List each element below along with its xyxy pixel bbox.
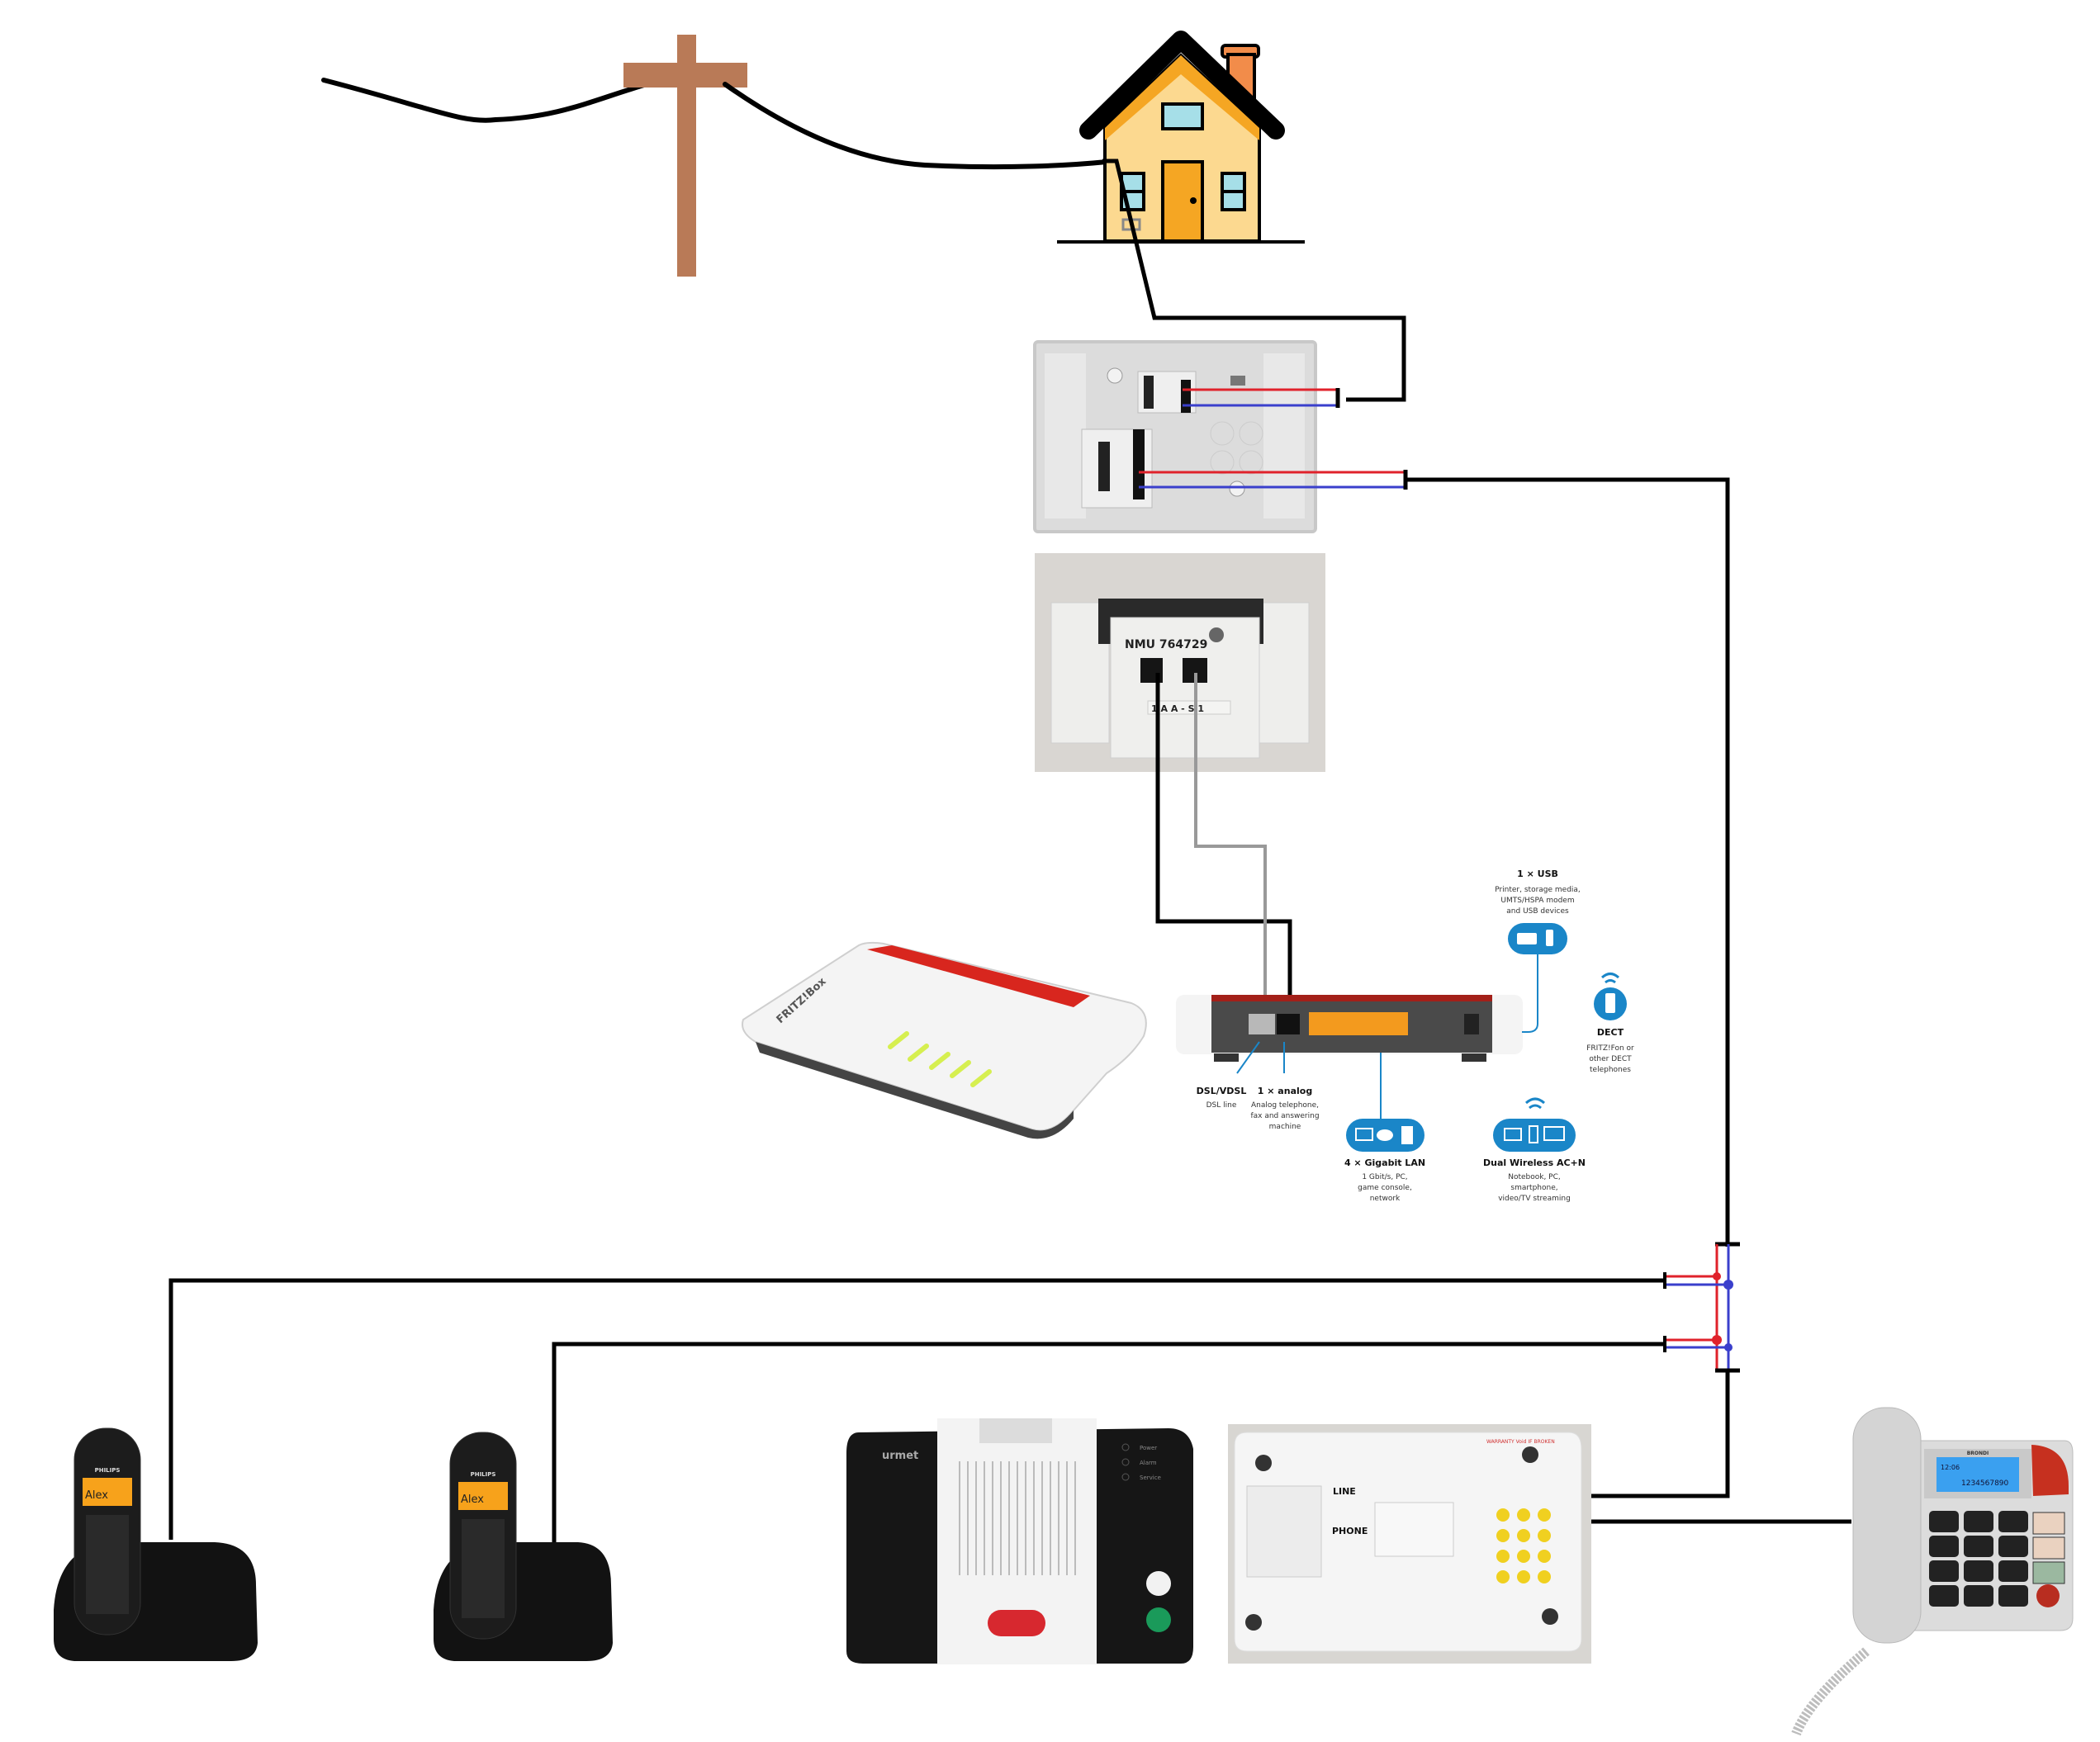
overhead-wire-left — [321, 78, 655, 123]
power-port — [1464, 1014, 1479, 1034]
fritzbox-rear-panel — [1176, 995, 1523, 1062]
dect-wifi-icon — [1600, 973, 1620, 984]
lan-title: 4 × Gigabit LAN — [1344, 1157, 1425, 1168]
warranty-label: WARRANTY Void IF BROKEN — [1486, 1439, 1555, 1445]
alarm-unit-front: urmet Power Alarm Service — [846, 1418, 1193, 1664]
pole-shaft — [677, 35, 696, 277]
callout-lines — [1236, 954, 1538, 1119]
usb-desc-3: and USB devices — [1506, 907, 1569, 916]
dsl-callout: DSL/VDSL DSL line — [1197, 1086, 1247, 1110]
wall-socket: NMU 764729 1 A A - S 1 — [1035, 553, 1325, 772]
dect-title: DECT — [1597, 1027, 1624, 1038]
phone-2-display: Alex — [461, 1493, 484, 1506]
usb-title: 1 × USB — [1517, 869, 1558, 879]
overhead-wire-right — [723, 82, 1109, 170]
alarm-unit-back: WARRANTY Void IF BROKEN LINE PHONE — [1228, 1424, 1591, 1664]
phone-2-brand: PHILIPS — [471, 1471, 496, 1478]
junction-upper-pair — [1183, 388, 1340, 408]
wire-socket-to-analog-port — [1155, 673, 1292, 1017]
alarm-unit-brand: urmet — [882, 1450, 918, 1462]
dect-desc-3: telephones — [1590, 1066, 1631, 1074]
house-icon — [1057, 31, 1305, 244]
lan-callout: 4 × Gigabit LAN 1 Gbit/s, PC, game conso… — [1344, 1119, 1425, 1203]
wire-trunk-to-splitter — [1406, 477, 1730, 1247]
led-label-service: Service — [1140, 1475, 1161, 1481]
led-label-power: Power — [1140, 1445, 1157, 1451]
desk-phone-time: 12:06 — [1941, 1464, 1960, 1471]
line-port-label: LINE — [1333, 1486, 1356, 1497]
cordless-phone-2: Alex PHILIPS — [434, 1432, 613, 1661]
analog-callout: 1 × analog Analog telephone, fax and ans… — [1250, 1086, 1319, 1131]
wire-splitter-to-phone-1 — [168, 1278, 1665, 1540]
analog-desc-3: machine — [1269, 1123, 1301, 1131]
wire-house-to-junction — [1102, 159, 1406, 402]
analog-port — [1277, 1014, 1300, 1034]
alarm-button — [988, 1610, 1045, 1636]
usb-desc-1: Printer, storage media, — [1495, 886, 1581, 894]
wifi-desc-3: video/TV streaming — [1498, 1195, 1571, 1203]
dsl-title: DSL/VDSL — [1197, 1086, 1247, 1096]
junction-box — [1033, 340, 1317, 533]
wifi-desc-1: Notebook, PC, — [1508, 1173, 1561, 1181]
fritzbox-router: FRITZ!Box — [742, 941, 1147, 1139]
wire-socket-to-dsl-port — [1194, 673, 1267, 1017]
phone-1-display: Alex — [85, 1489, 108, 1502]
wifi-desc-2: smartphone, — [1510, 1184, 1557, 1192]
analog-desc-1: Analog telephone, — [1251, 1101, 1319, 1110]
utility-pole-group — [321, 35, 1109, 277]
speaker-button-icon — [2036, 1584, 2060, 1607]
desk-phone: BRONDI 12:06 1234567890 — [1791, 1407, 2074, 1736]
desk-phone-number: 1234567890 — [1961, 1479, 2009, 1488]
splitter-bus — [1663, 1242, 1740, 1373]
socket-model-label: NMU 764729 — [1125, 638, 1207, 651]
wire-splitter-to-phone-2 — [552, 1342, 1665, 1560]
dsl-desc-1: DSL line — [1206, 1101, 1237, 1110]
lan-ports — [1309, 1012, 1408, 1035]
usb-callout: 1 × USB Printer, storage media, UMTS/HSP… — [1495, 869, 1581, 954]
analog-desc-2: fax and answering — [1250, 1112, 1319, 1120]
analog-title: 1 × analog — [1258, 1086, 1312, 1096]
desk-phone-brand: BRONDI — [1967, 1451, 1989, 1456]
lan-desc-3: network — [1370, 1195, 1401, 1203]
dsl-port — [1249, 1014, 1275, 1034]
lan-desc-2: game console, — [1358, 1184, 1412, 1192]
dect-desc-1: FRITZ!Fon or — [1586, 1044, 1634, 1053]
wifi-title: Dual Wireless AC+N — [1483, 1157, 1586, 1168]
phone-1-brand: PHILIPS — [95, 1467, 121, 1474]
mute-alarm-button-icon — [1146, 1607, 1171, 1632]
dect-desc-2: other DECT — [1589, 1055, 1632, 1063]
usb-desc-2: UMTS/HSPA modem — [1500, 897, 1574, 905]
phone-port-label: PHONE — [1332, 1526, 1368, 1536]
call-button-icon — [1146, 1571, 1171, 1596]
lan-desc-1: 1 Gbit/s, PC, — [1362, 1173, 1407, 1181]
wifi-icon — [1524, 1097, 1546, 1110]
dect-callout: DECT FRITZ!Fon or other DECT telephones — [1586, 973, 1634, 1074]
wifi-callout: Dual Wireless AC+N Notebook, PC, smartph… — [1483, 1097, 1586, 1203]
usb-icon — [1508, 923, 1567, 954]
cordless-phone-1: Alex PHILIPS — [54, 1427, 258, 1661]
led-label-alarm: Alarm — [1140, 1460, 1157, 1466]
socket-port-label: 1 A A - S 1 — [1151, 703, 1204, 714]
